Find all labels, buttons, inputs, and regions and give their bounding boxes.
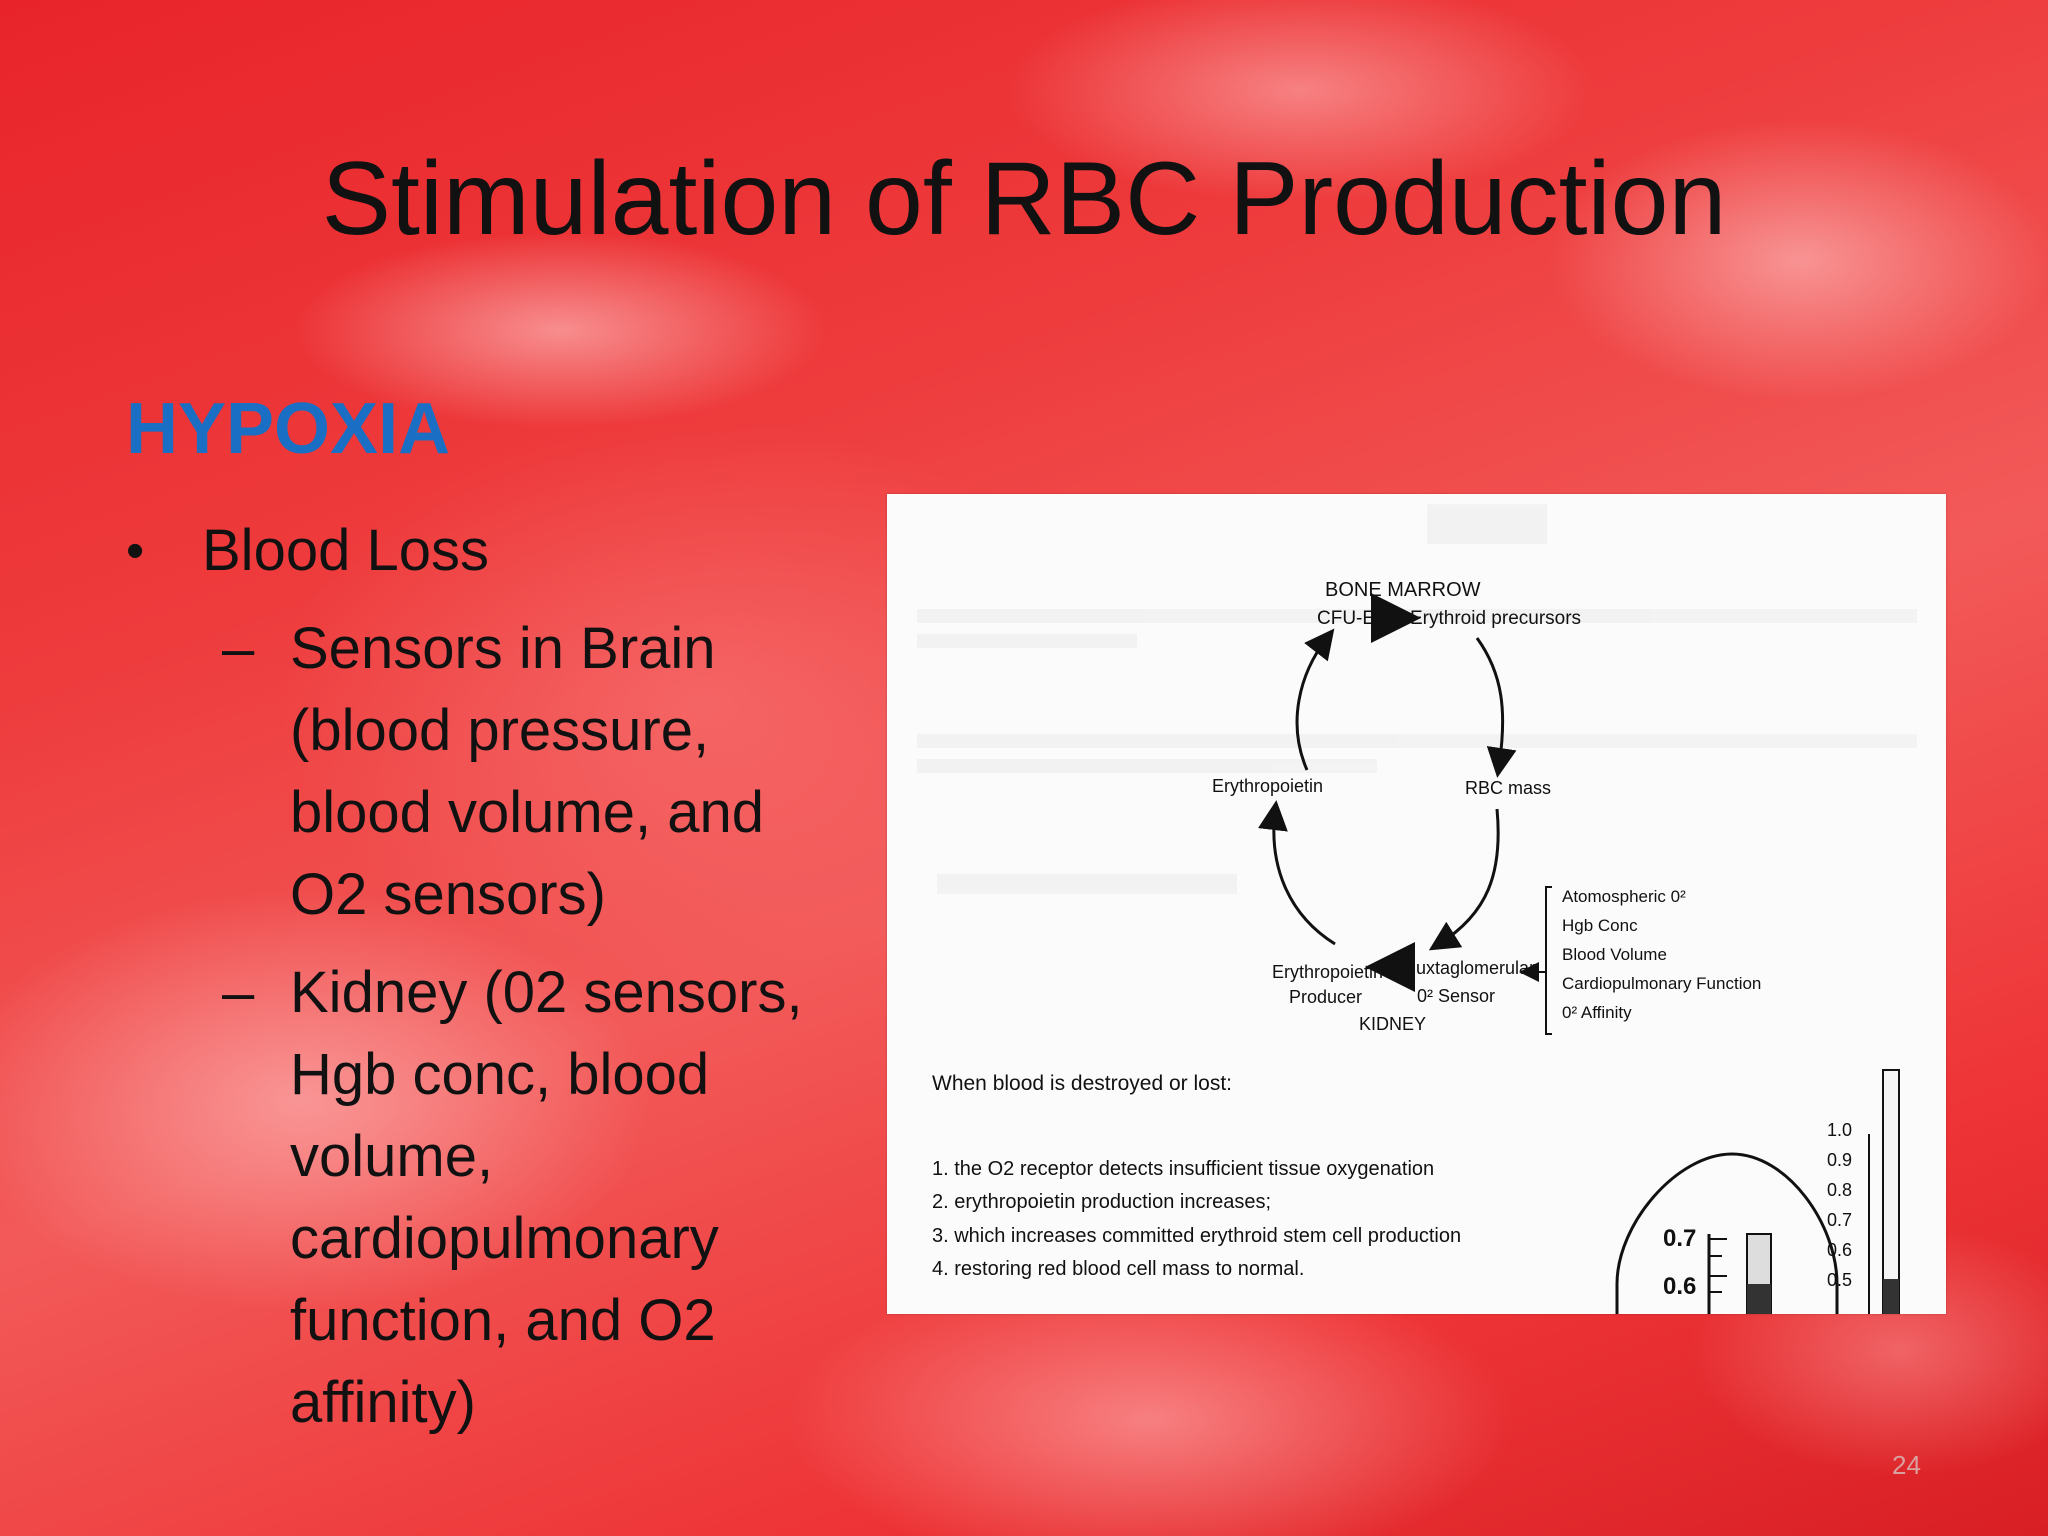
factor-item: Atomospheric 0² [1562, 887, 1686, 906]
epo-producer-label-1: Erythropoietin [1272, 962, 1383, 982]
sub-bullet-item: – Sensors in Brain (blood pressure, bloo… [126, 608, 846, 936]
svg-text:0.8: 0.8 [1827, 1180, 1852, 1200]
arc-epo-to-marrow [1295, 628, 1335, 771]
epo-producer-label-2: Producer [1289, 987, 1362, 1007]
cfu-e-label: CFU-E [1317, 608, 1375, 629]
sub-bullet-text: Sensors in Brain (blood pressure, blood … [290, 616, 764, 927]
svg-text:0.7: 0.7 [1827, 1210, 1852, 1230]
sub-bullet-marker: – [222, 960, 255, 1025]
arc-marrow-to-rbc [1475, 637, 1517, 778]
juxta-label-1: Juxtaglomerular [1407, 958, 1535, 978]
bullet-marker: • [126, 522, 145, 580]
step-item: 3. which increases committed erythroid s… [932, 1225, 1461, 1247]
sub-bullet-marker: – [222, 616, 255, 681]
arc-kidney-to-epo [1258, 800, 1336, 946]
sub-bullet-text: Kidney (02 sensors, Hgb conc, blood volu… [290, 960, 803, 1435]
factors-bracket [1545, 886, 1552, 1035]
precursors-label: Erythroid precursors [1410, 608, 1581, 629]
page-number: 24 [1892, 1450, 1921, 1480]
arc-rbc-to-kidney [1428, 808, 1500, 951]
factor-item: 0² Affinity [1562, 1003, 1632, 1022]
epo-left-label: Erythropoietin [1212, 776, 1323, 796]
bullet-item: • Blood Loss [126, 510, 846, 592]
sub-bullet-item: – Kidney (02 sensors, Hgb conc, blood vo… [126, 952, 846, 1444]
bullet-list: • Blood Loss – Sensors in Brain (blood p… [126, 510, 846, 1444]
hematocrit-gauge-illustration: 0.7 0.6 1.0 0.9 0.8 0.7 0.6 0.5 [1615, 1069, 1900, 1314]
diagram-caption: When blood is destroyed or lost: [932, 1072, 1232, 1095]
slide-title: Stimulation of RBC Production [321, 141, 1727, 257]
svg-text:0.5: 0.5 [1827, 1270, 1852, 1290]
svg-text:0.6: 0.6 [1663, 1273, 1696, 1300]
factor-item: Cardiopulmonary Function [1562, 974, 1761, 993]
rbc-mass-label: RBC mass [1465, 778, 1551, 798]
kidney-label: KIDNEY [1359, 1014, 1426, 1034]
bone-marrow-label: BONE MARROW [1325, 579, 1481, 601]
section-heading: HYPOXIA [126, 389, 451, 469]
faded-background-text [917, 504, 1917, 894]
svg-text:0.7: 0.7 [1663, 1225, 1696, 1252]
step-item: 1. the O2 receptor detects insufficient … [932, 1158, 1434, 1180]
step-item: 2. erythropoietin production increases; [932, 1191, 1271, 1213]
svg-text:1.0: 1.0 [1827, 1120, 1852, 1140]
factor-item: Hgb Conc [1562, 916, 1638, 935]
step-item: 4. restoring red blood cell mass to norm… [932, 1258, 1304, 1280]
bullet-text: Blood Loss [202, 518, 489, 583]
svg-text:0.9: 0.9 [1827, 1150, 1852, 1170]
juxta-label-2: 0² Sensor [1417, 986, 1495, 1006]
erythropoiesis-diagram: BONE MARROW CFU-E Erythroid precursors E… [887, 494, 1946, 1314]
svg-text:0.6: 0.6 [1827, 1240, 1852, 1260]
factor-item: Blood Volume [1562, 945, 1667, 964]
